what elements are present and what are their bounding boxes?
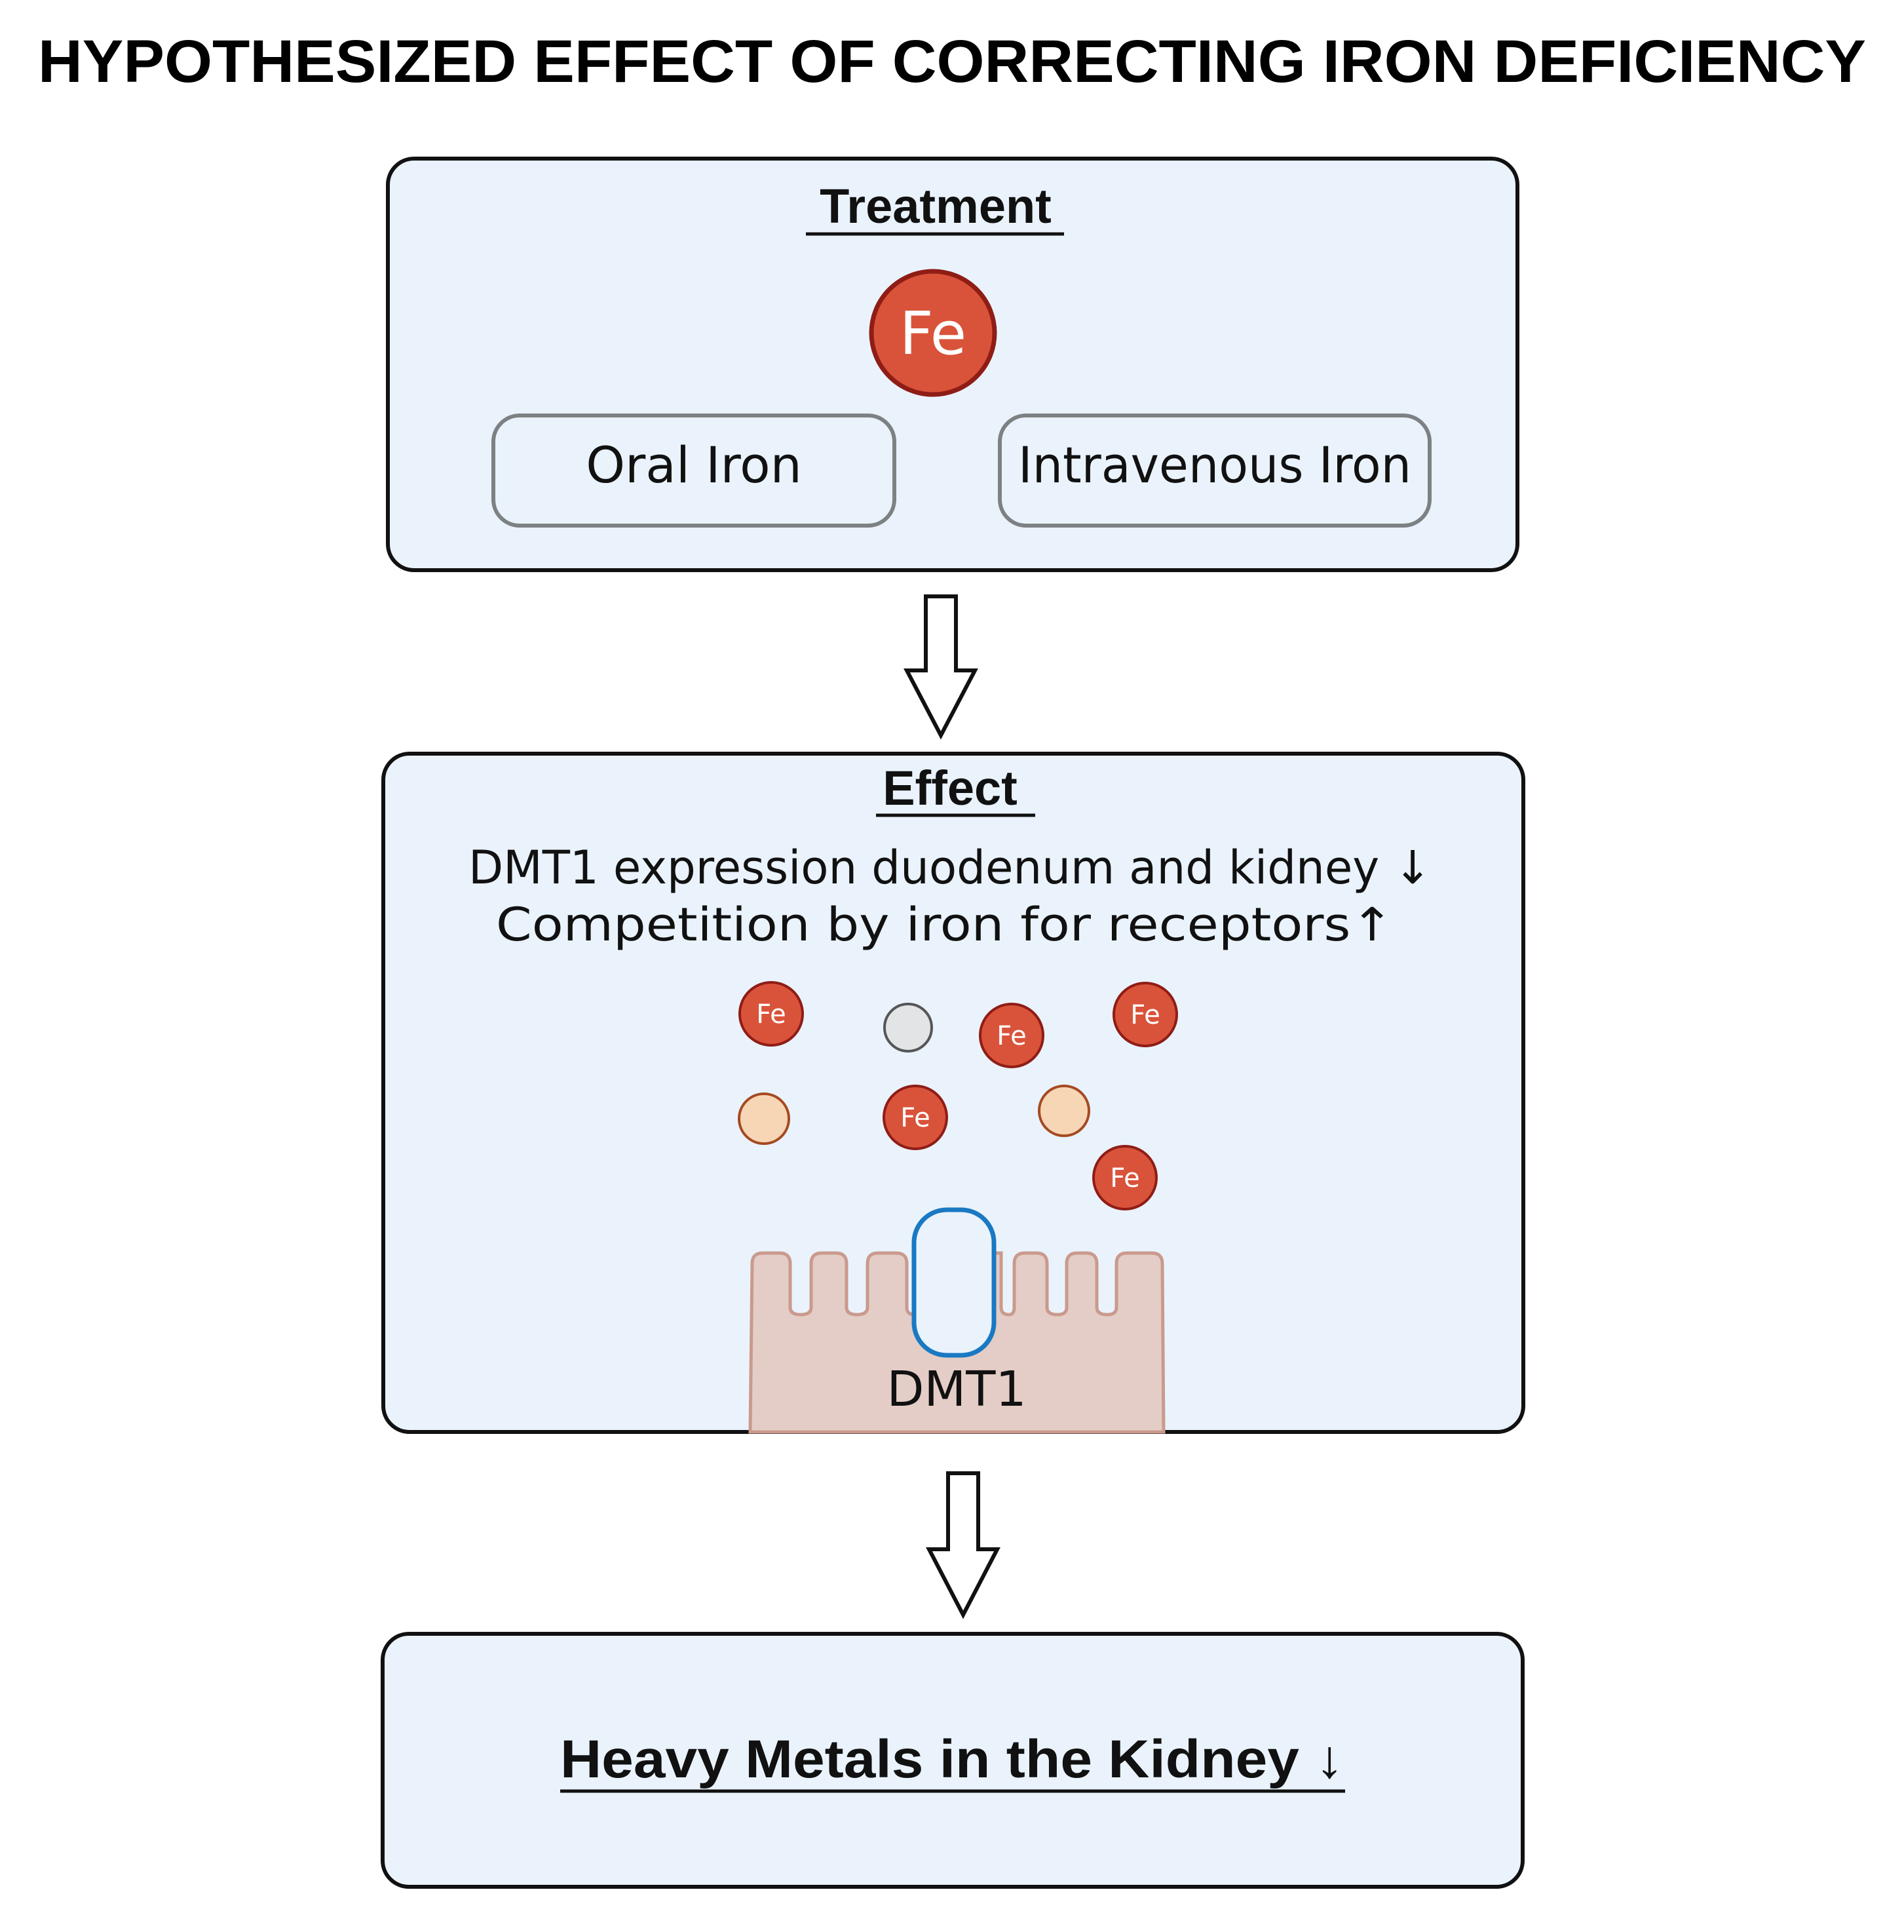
treatment-panel: Treatment Fe Oral Iron Intravenous Iron <box>386 157 1519 572</box>
iron-symbol: Fe <box>900 299 966 368</box>
oral-iron-option: Oral Iron <box>491 414 896 528</box>
heavy-metal-particle-peach <box>738 1092 790 1145</box>
effect-line-dmt1-expression: DMT1 expression duodenum and kidney ↓ <box>468 841 1432 895</box>
result-heavy-metals-kidney: Heavy Metals in the Kidney ↓ <box>560 1729 1344 1789</box>
iron-particle: Fe <box>1092 1145 1158 1210</box>
iron-particle-label: Fe <box>756 999 786 1030</box>
arrow-down-icon <box>926 1471 1000 1619</box>
effect-panel: Effect DMT1 expression duodenum and kidn… <box>381 752 1525 1434</box>
intravenous-iron-option: Intravenous Iron <box>998 414 1432 528</box>
dmt1-transporter <box>911 1207 997 1358</box>
diagram-title: HYPOTHESIZED EFFECT OF CORRECTING IRON D… <box>38 28 1866 95</box>
iron-particle: Fe <box>979 1003 1044 1068</box>
iron-particle-label: Fe <box>1110 1163 1139 1193</box>
result-panel: Heavy Metals in the Kidney ↓ <box>381 1632 1525 1889</box>
intravenous-iron-label: Intravenous Iron <box>1018 436 1411 494</box>
heavy-metal-particle-peach <box>1038 1085 1090 1137</box>
iron-icon: Fe <box>869 269 997 397</box>
effect-line-iron-competition: Competition by iron for receptors↑ <box>496 898 1394 952</box>
treatment-heading: Treatment <box>820 179 1052 233</box>
heavy-metal-particle-gray <box>883 1003 933 1053</box>
effect-heading: Effect <box>883 761 1018 815</box>
iron-particle-label: Fe <box>1130 1000 1160 1030</box>
iron-particle-label: Fe <box>900 1103 930 1133</box>
iron-particle-label: Fe <box>997 1021 1026 1051</box>
iron-particle: Fe <box>738 981 804 1047</box>
dmt1-label: DMT1 <box>886 1361 1026 1418</box>
iron-particle: Fe <box>883 1085 948 1150</box>
arrow-down-icon <box>904 594 978 740</box>
iron-particle: Fe <box>1113 982 1178 1047</box>
oral-iron-label: Oral Iron <box>586 436 802 494</box>
